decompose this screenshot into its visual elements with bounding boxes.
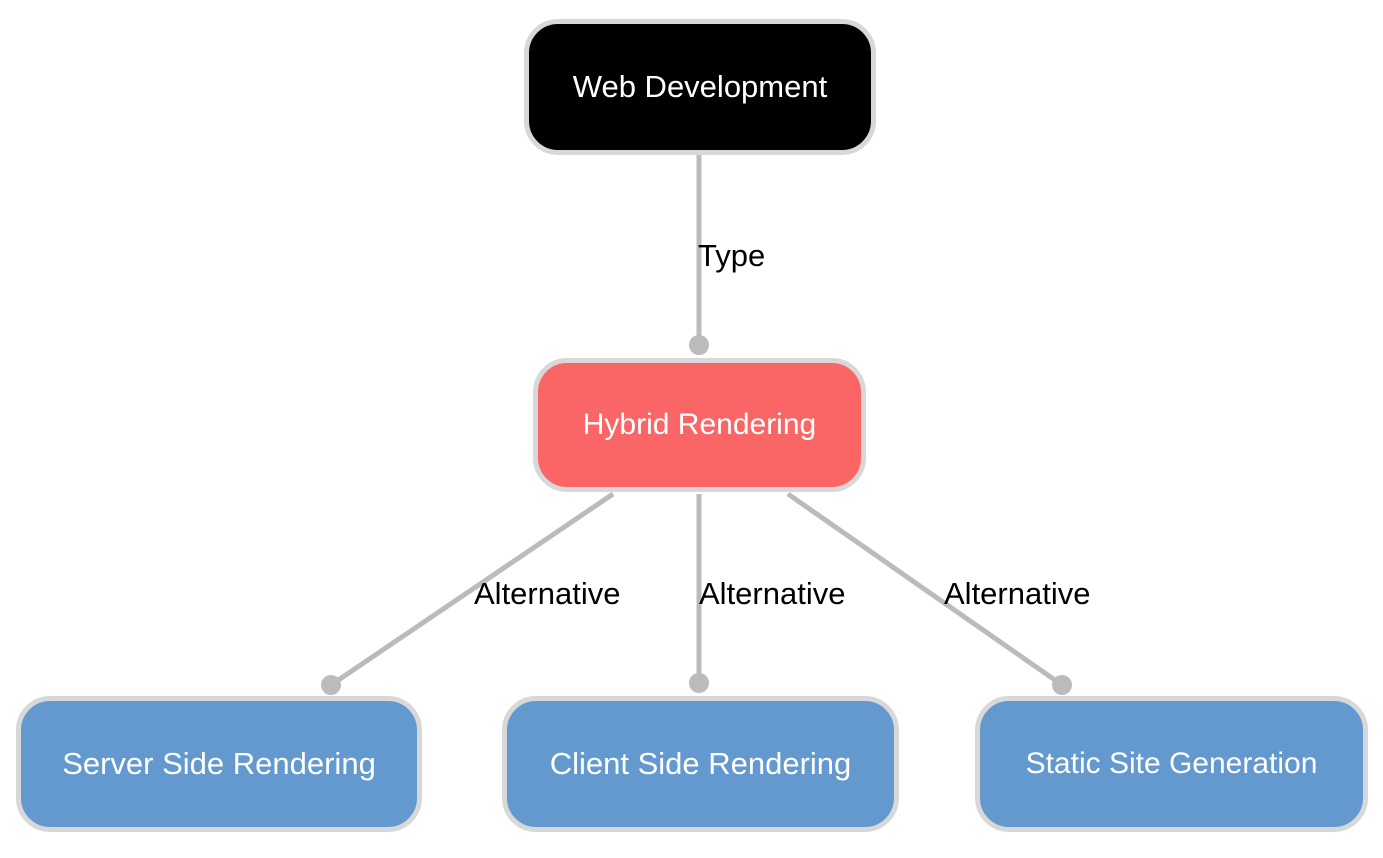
edge-line-alternative-ssr <box>329 491 615 688</box>
node-label-client-side-rendering: Client Side Rendering <box>549 746 852 782</box>
node-label-web-development: Web Development <box>572 69 828 105</box>
node-web-development[interactable]: Web Development <box>524 19 876 155</box>
edge-label-type: Type <box>698 238 766 273</box>
node-hybrid-rendering[interactable]: Hybrid Rendering <box>533 358 866 492</box>
edge-alternative-ssg <box>786 491 1072 695</box>
edge-label-alternative-ssg: Alternative <box>944 576 1091 611</box>
edge-alternative-ssr <box>321 491 615 695</box>
edge-type <box>689 155 709 355</box>
edge-endpoint-dot-type <box>689 335 709 355</box>
node-label-static-site-generation: Static Site Generation <box>1025 746 1318 780</box>
edge-endpoint-dot-csr <box>689 673 709 693</box>
edge-label-alternative-ssr: Alternative <box>474 576 621 611</box>
edge-alternative-csr <box>689 494 709 693</box>
node-client-side-rendering[interactable]: Client Side Rendering <box>502 696 899 832</box>
edge-line-alternative-ssg <box>786 491 1064 688</box>
node-label-server-side-rendering: Server Side Rendering <box>62 746 376 782</box>
node-static-site-generation[interactable]: Static Site Generation <box>975 696 1368 832</box>
edge-label-alternative-csr: Alternative <box>699 576 846 611</box>
edge-endpoint-dot-ssr <box>321 675 341 695</box>
node-server-side-rendering[interactable]: Server Side Rendering <box>16 696 422 832</box>
edge-endpoint-dot-ssg <box>1052 675 1072 695</box>
node-label-hybrid-rendering: Hybrid Rendering <box>582 407 817 441</box>
